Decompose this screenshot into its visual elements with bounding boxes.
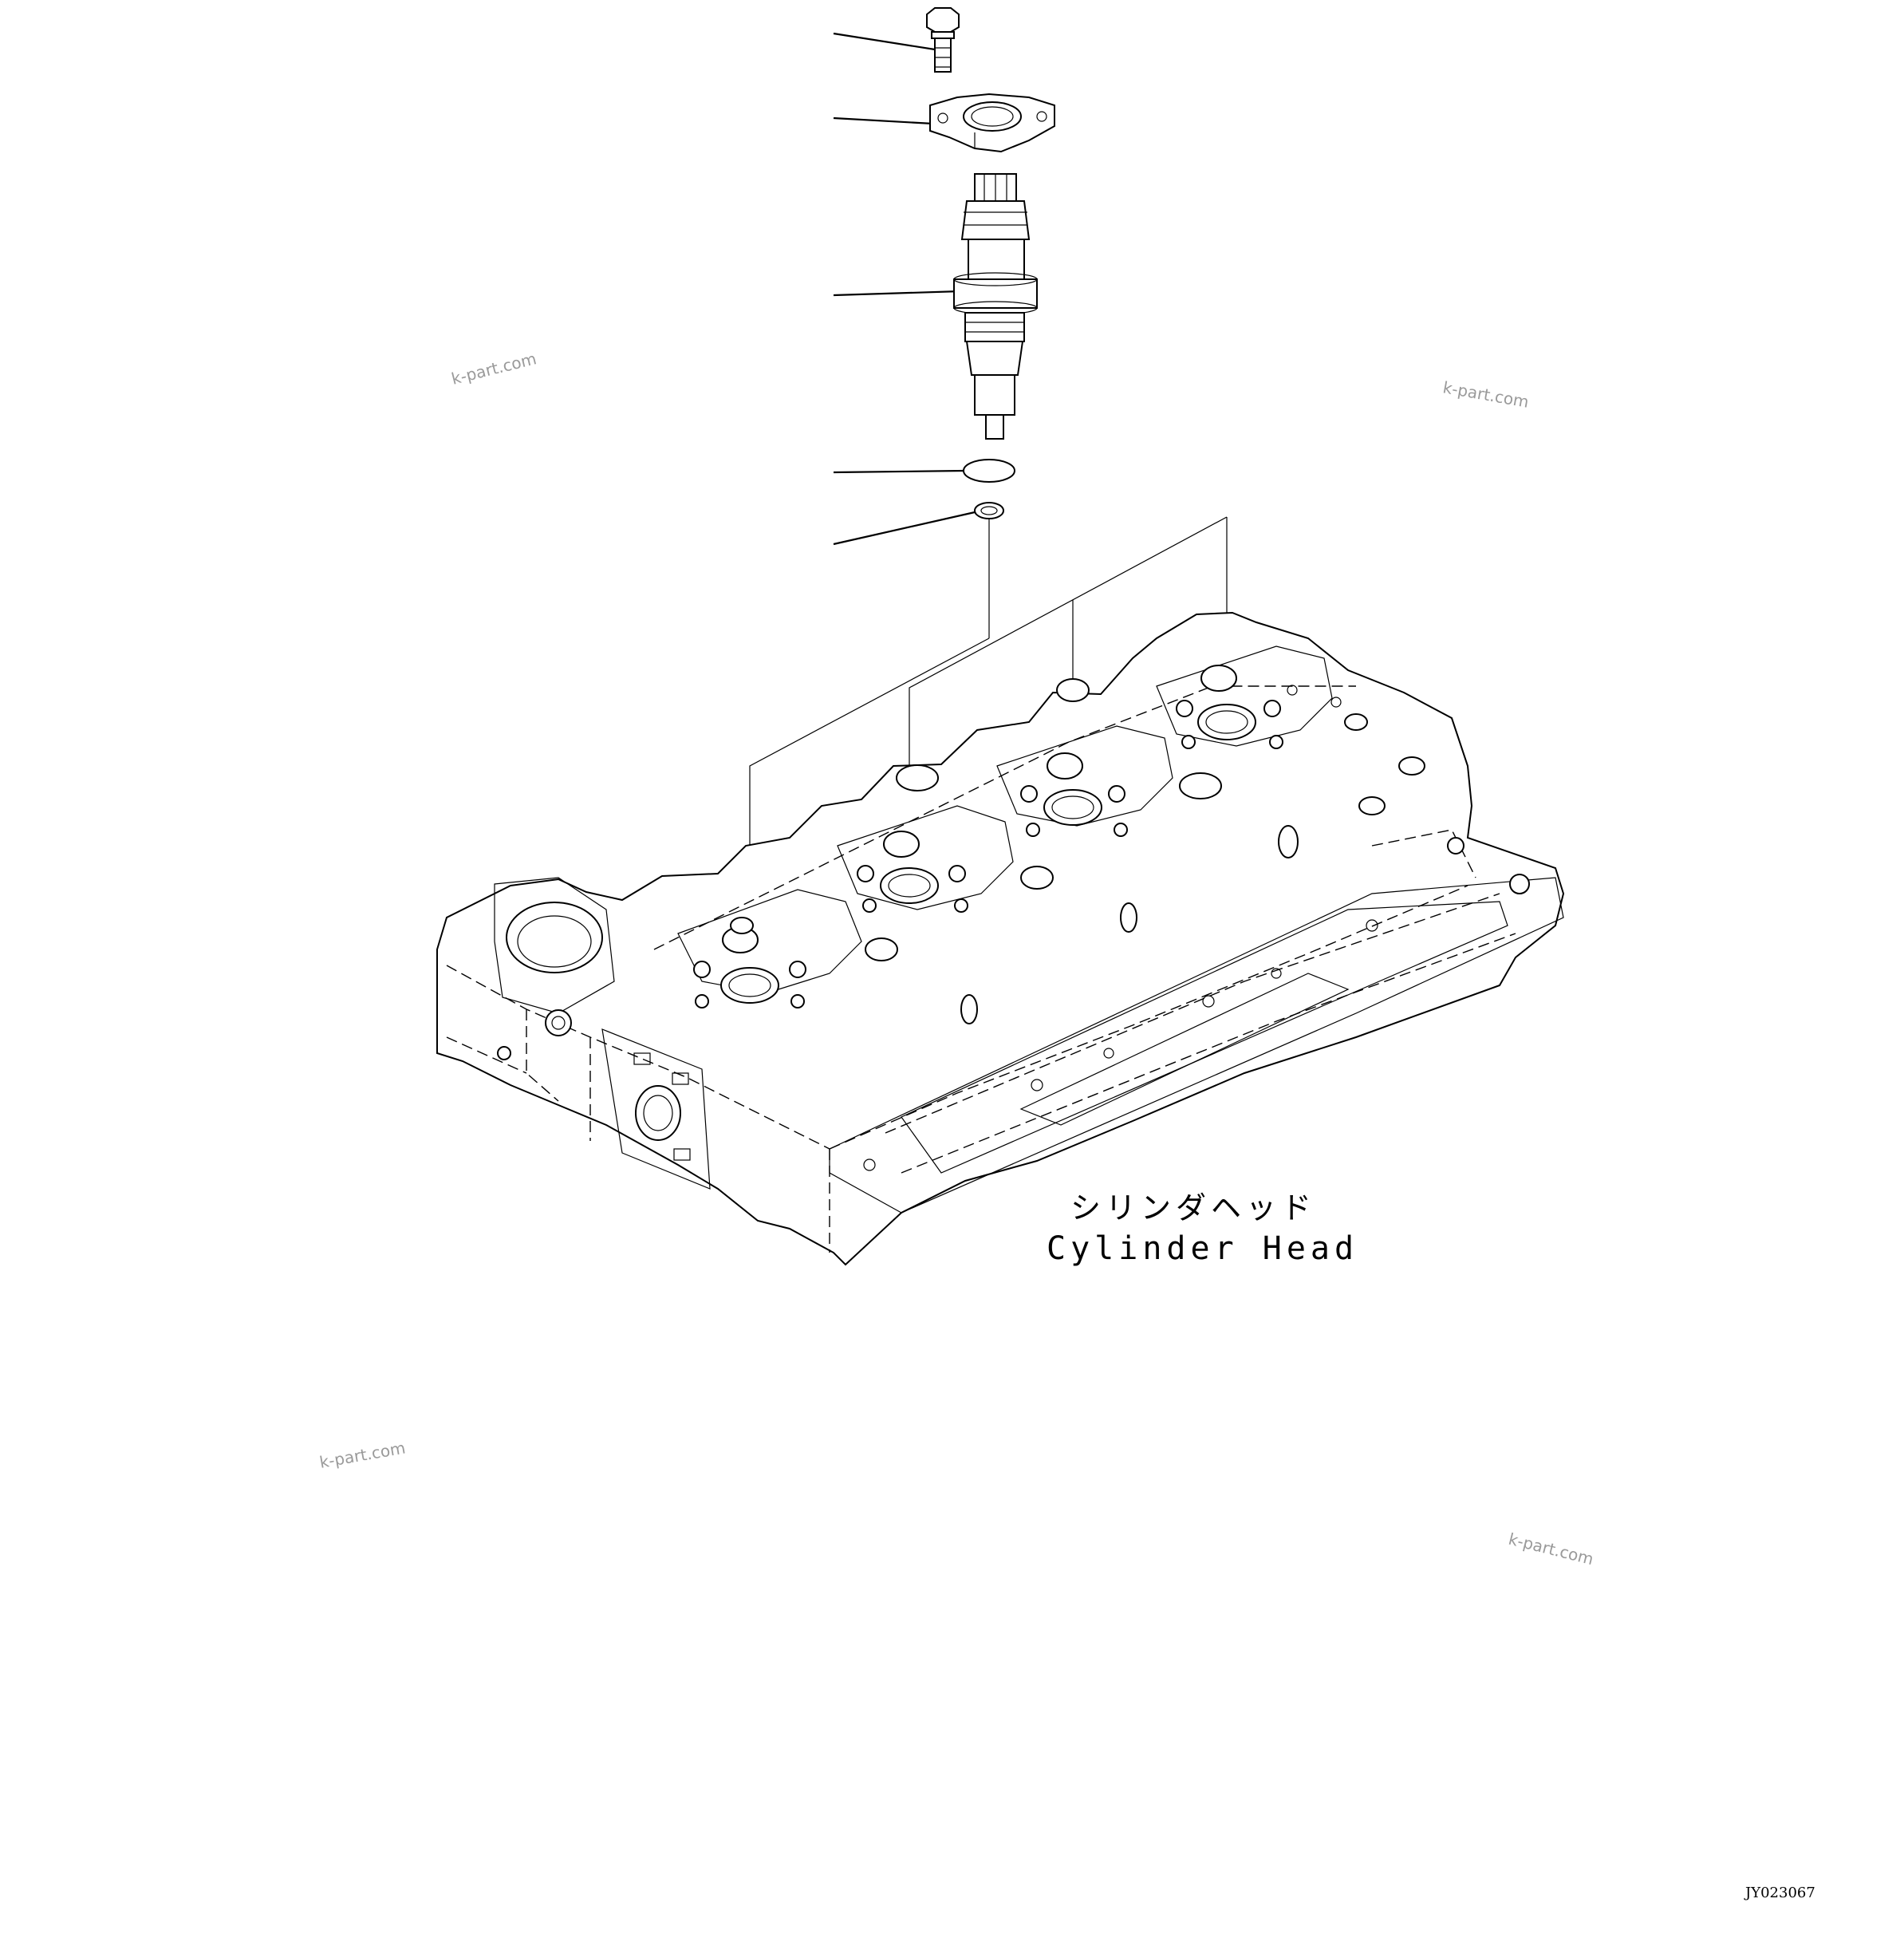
o-ring-part [963, 459, 1015, 483]
watermark-2: k-part.com [1441, 377, 1530, 412]
watermark-3: k-part.com [318, 1438, 407, 1472]
label-cylinder-head-jp: シリンダヘッド [1070, 1190, 1316, 1226]
watermark-1: k-part.com [449, 349, 538, 389]
washer-part [974, 502, 1004, 519]
drawing-code: JY023067 [1744, 1885, 1815, 1901]
label-cylinder-head-en: Cylinder Head [1047, 1230, 1358, 1267]
clamp-part [929, 93, 1055, 153]
injector-part [953, 173, 1038, 440]
bolt-part [926, 7, 960, 73]
cylinder-3 [996, 725, 1173, 837]
leader-injector [833, 290, 962, 297]
leader-clamp [833, 116, 934, 125]
leader-lines [833, 32, 976, 546]
leader-bolt [833, 32, 936, 51]
leader-washer [833, 511, 976, 546]
cylinder-1 [677, 889, 862, 1008]
cylinder-2 [837, 805, 1014, 913]
leader-o-ring [833, 469, 966, 474]
cylinder-head [436, 611, 1565, 1266]
watermark-4: k-part.com [1507, 1529, 1595, 1569]
cylinder-4 [1156, 645, 1333, 799]
